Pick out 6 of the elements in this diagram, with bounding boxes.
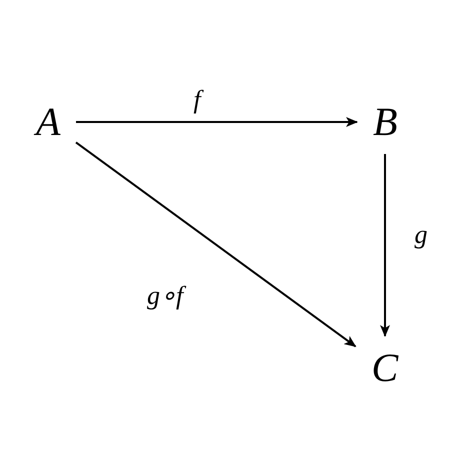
node-label: B bbox=[371, 102, 400, 142]
arrow bbox=[75, 142, 356, 348]
arrow bbox=[76, 117, 358, 127]
node-label: A bbox=[34, 102, 62, 142]
node-label: C bbox=[370, 348, 400, 388]
arrow bbox=[380, 154, 390, 337]
